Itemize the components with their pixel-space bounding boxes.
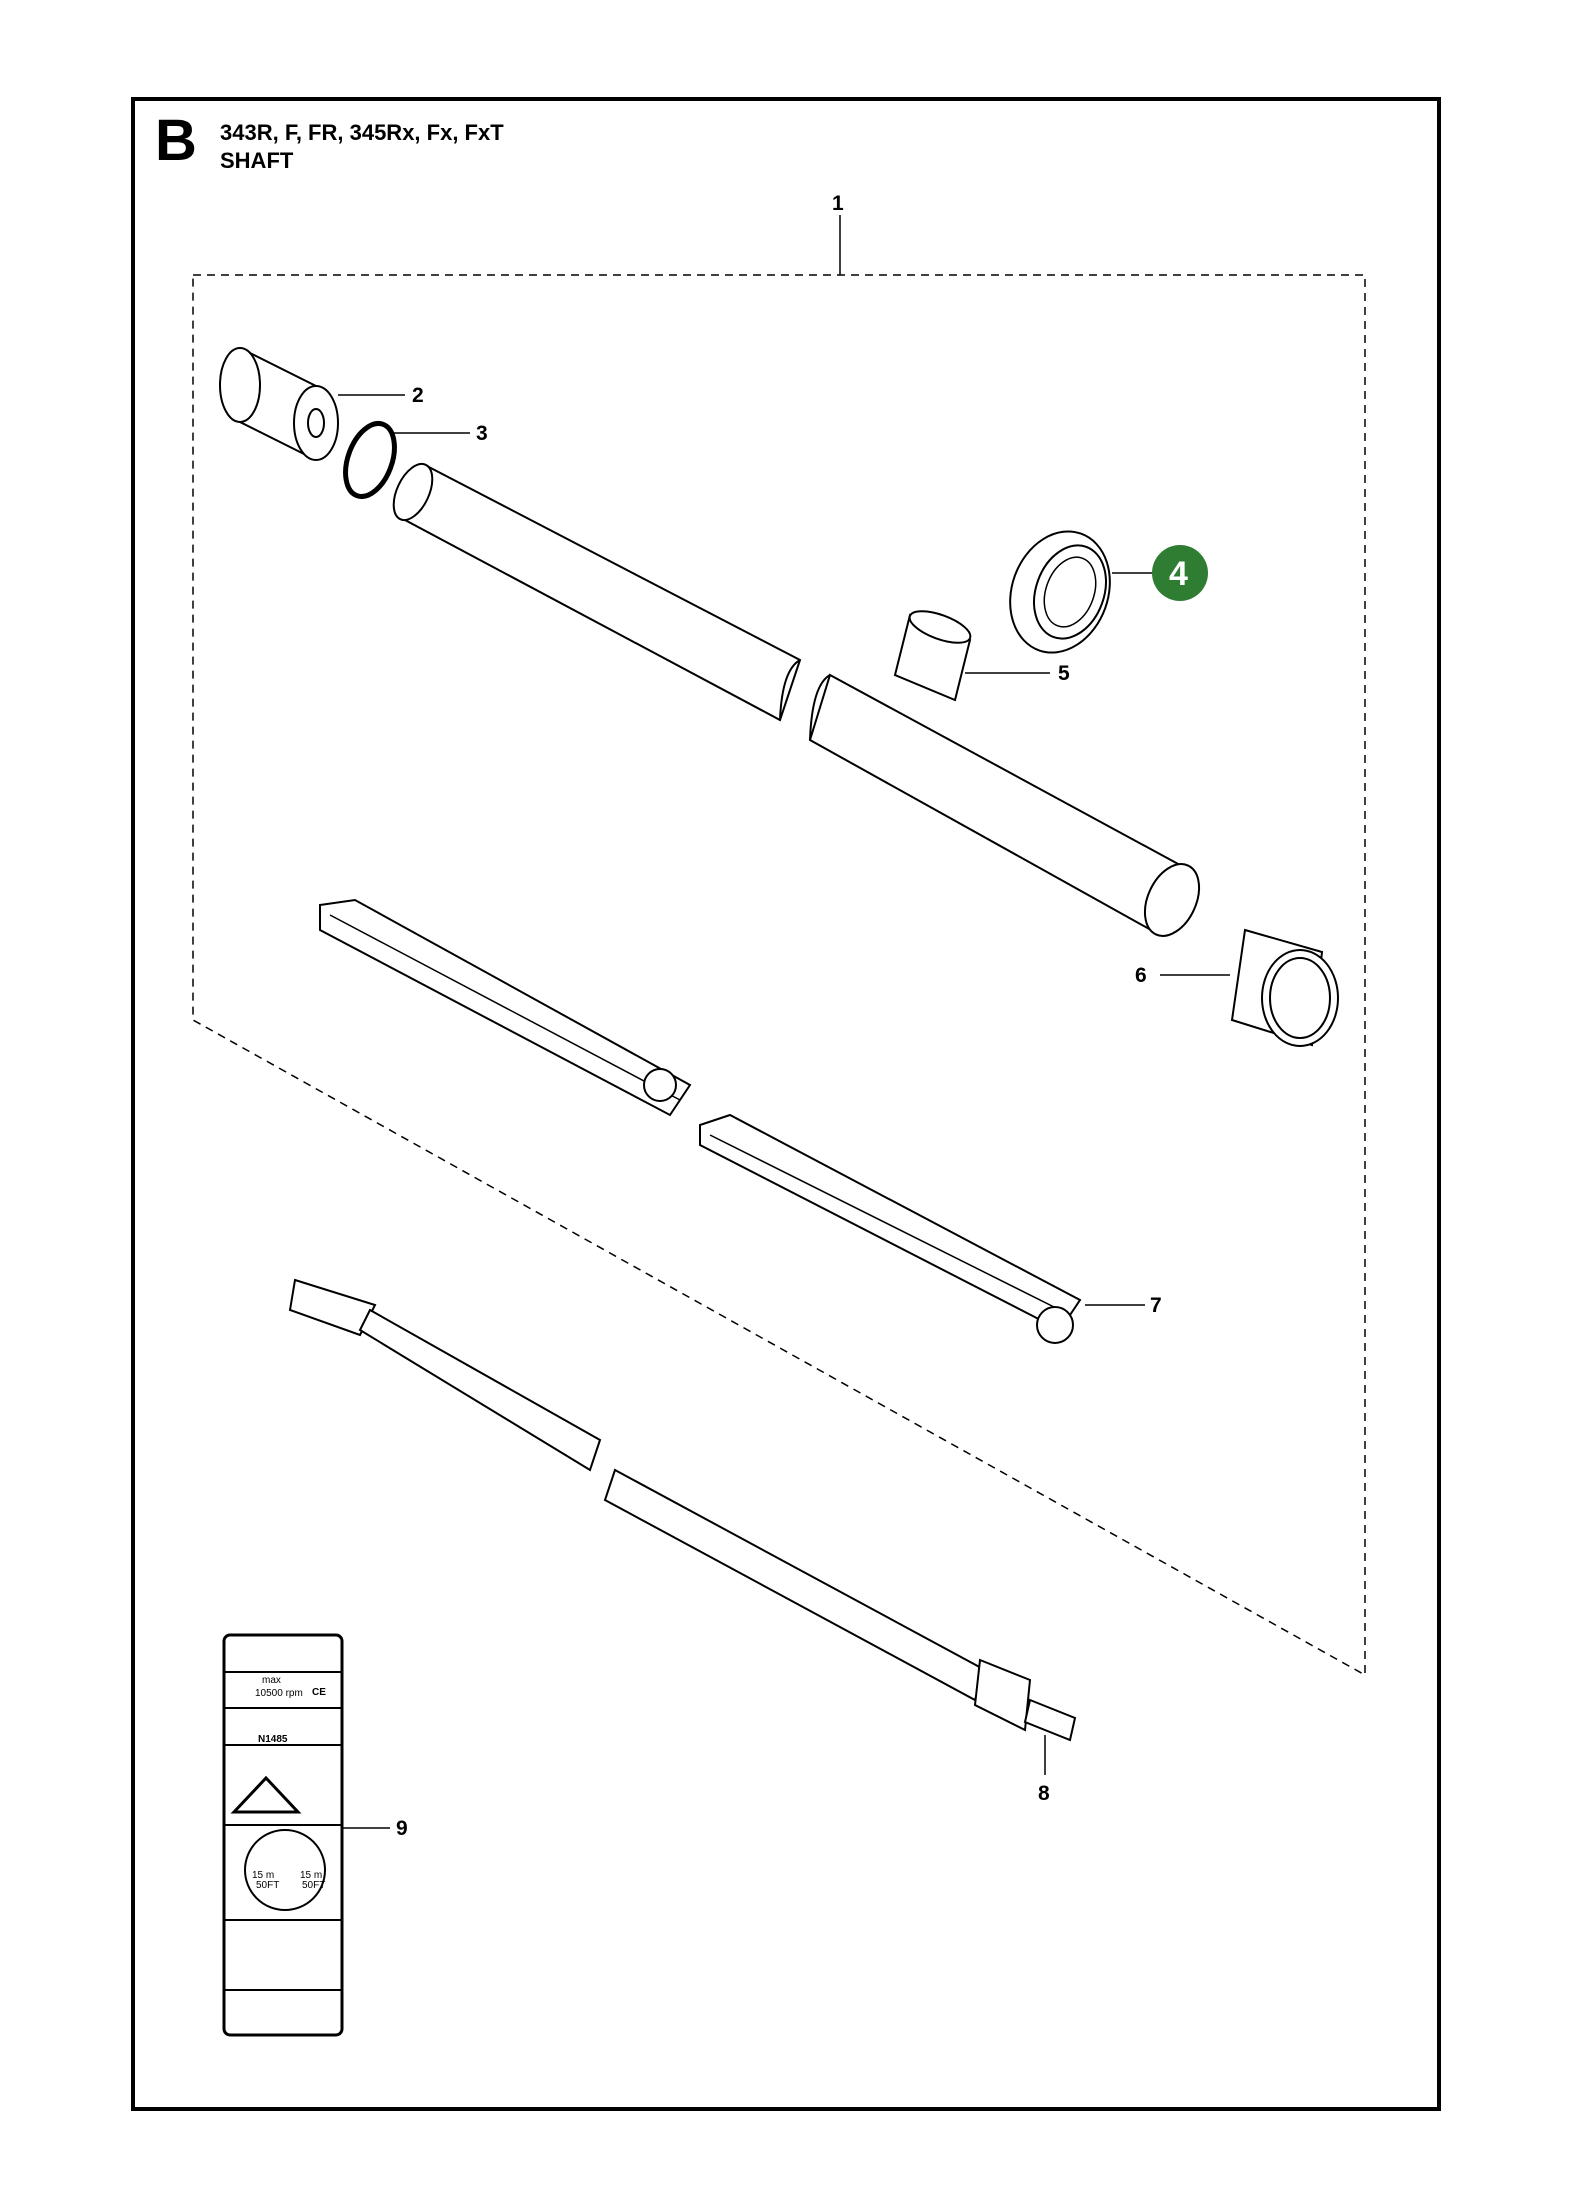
part-liner [319, 898, 1145, 1344]
decal-dist-right: 15 m [300, 1870, 322, 1881]
part-o-ring [343, 421, 470, 499]
callout-5: 5 [1058, 662, 1070, 685]
part-tube-lower [808, 673, 1201, 937]
callout-3: 3 [476, 422, 488, 445]
section-letter: B [155, 108, 197, 173]
callout-7: 7 [1150, 1294, 1162, 1317]
part-sleeve [893, 610, 1050, 702]
decal-dist-right-ft: 50FT [302, 1880, 325, 1891]
page-frame [131, 97, 1441, 2111]
decal-ce-mark: CE [312, 1687, 326, 1698]
decal-code: N1485 [258, 1734, 288, 1745]
decal-dist-left-ft: 50FT [256, 1880, 279, 1891]
part-end-bushing [1160, 928, 1339, 1047]
page-title: SHAFT [220, 148, 294, 173]
callout-4-badge [1152, 545, 1208, 601]
decal-rpm-label: max [262, 1675, 281, 1686]
callout-2: 2 [412, 384, 424, 407]
decal-dist-left: 15 m [252, 1870, 274, 1881]
callout-8: 8 [1038, 1782, 1050, 1805]
part-bushing [219, 347, 405, 461]
part-tube-upper [392, 462, 802, 722]
callout-6: 6 [1135, 964, 1147, 987]
decal-rpm-value: 10500 rpm [255, 1688, 303, 1699]
model-list: 343R, F, FR, 345Rx, Fx, FxT [220, 120, 504, 145]
part-warning-decal: max 10500 rpm CE N1485 15 m 50FT 15 m 50… [222, 1633, 390, 2037]
assembly-boundary [192, 274, 1366, 1677]
callout-1: 1 [832, 192, 844, 215]
part-drive-shaft [288, 1278, 1077, 1775]
callout-9: 9 [396, 1817, 408, 1840]
callout-4: 4 [1169, 555, 1188, 593]
part-nut [1009, 530, 1160, 654]
